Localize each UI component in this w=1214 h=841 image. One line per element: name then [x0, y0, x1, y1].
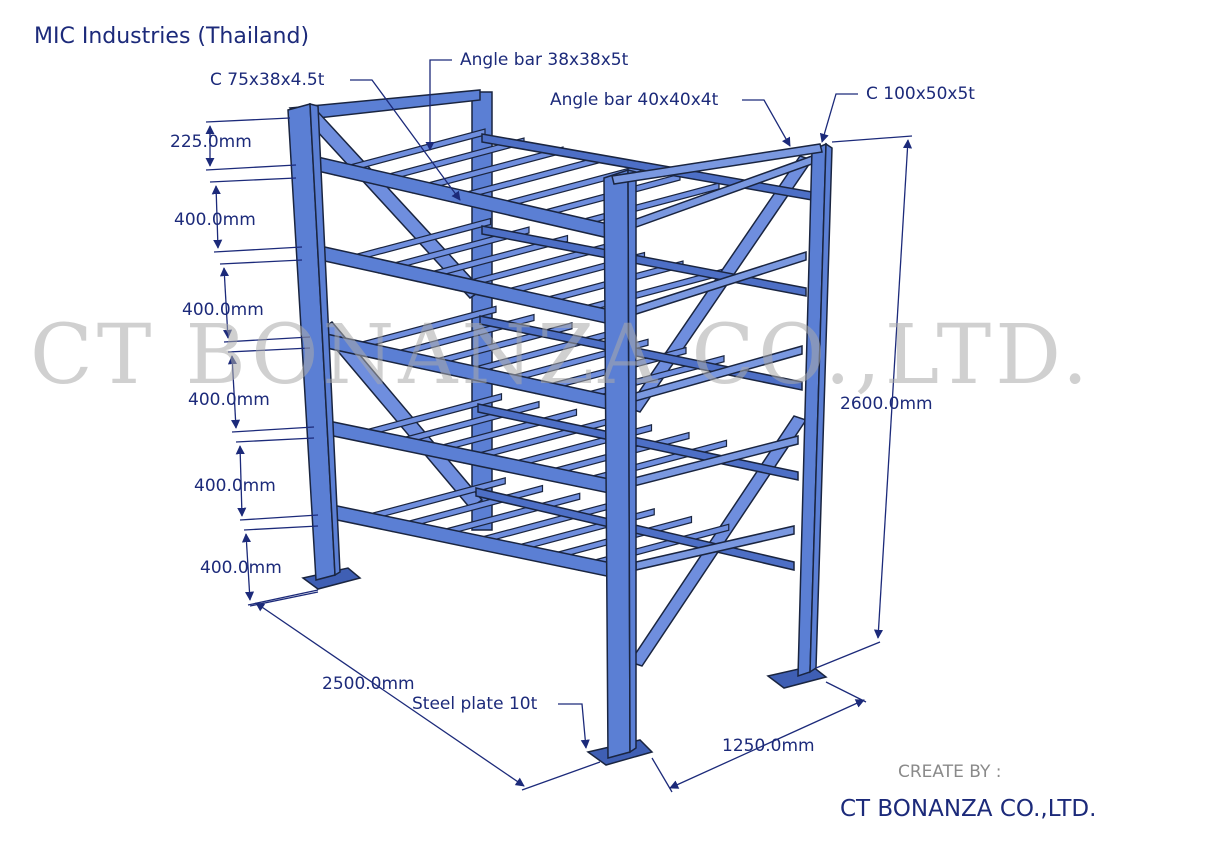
- dim-tick: [831, 135, 913, 143]
- dim-label-length: 2500.0mm: [322, 674, 415, 694]
- brace-right-lower: [628, 415, 808, 667]
- right-top-angle: [611, 143, 823, 185]
- dim-label-top-gap: 225.0mm: [170, 132, 252, 152]
- leader-c-small: [350, 79, 461, 201]
- dim-label-width: 1250.0mm: [722, 736, 815, 756]
- dim-arrow: [255, 602, 525, 787]
- dim-arrow: [219, 267, 233, 339]
- company-name: CT BONANZA CO.,LTD.: [840, 796, 1097, 822]
- dim-arrow: [235, 445, 247, 517]
- page-title: MIC Industries (Thailand): [34, 24, 310, 49]
- created-by-label: CREATE BY :: [898, 762, 1002, 782]
- dim-tick: [247, 589, 319, 606]
- leader-angle-40: [742, 99, 791, 147]
- callout-c-small: C 75x38x4.5t: [210, 70, 325, 90]
- dim-tick: [205, 117, 291, 123]
- dim-label-level-4: 400.0mm: [194, 476, 276, 496]
- front-left-column-flange: [309, 103, 341, 577]
- dim-tick: [825, 681, 867, 703]
- dim-tick: [205, 164, 297, 171]
- leader-plate: [558, 703, 590, 749]
- dim-tick: [651, 757, 673, 793]
- dim-tick: [815, 641, 881, 669]
- dim-label-level-2: 400.0mm: [182, 300, 264, 320]
- front-long-beam: [301, 241, 611, 325]
- dim-tick: [231, 426, 315, 433]
- dim-arrow: [227, 355, 241, 429]
- front-corner-column: [603, 168, 631, 759]
- dim-label-level-5: 400.0mm: [200, 558, 282, 578]
- dim-arrow: [669, 699, 865, 789]
- callout-plate: Steel plate 10t: [412, 694, 538, 714]
- dim-tick: [249, 591, 319, 607]
- dimension-lines: [205, 59, 913, 793]
- callout-angle-40: Angle bar 40x40x4t: [550, 90, 719, 110]
- dim-tick: [219, 259, 303, 265]
- leader-angle-38: [425, 59, 452, 151]
- dim-arrow: [211, 185, 223, 249]
- dim-tick: [239, 514, 319, 521]
- dim-arrow: [241, 533, 255, 601]
- front-corner-column-flange: [627, 169, 637, 754]
- leader-c-large: [819, 93, 858, 143]
- dim-tick: [243, 525, 319, 531]
- right-top-rail: [611, 143, 823, 185]
- side-beams: [295, 133, 813, 579]
- dim-tick: [227, 347, 311, 353]
- dim-tick: [521, 761, 601, 791]
- dim-tick: [213, 246, 303, 253]
- callout-angle-38: Angle bar 38x38x5t: [460, 50, 629, 70]
- dim-label-height: 2600.0mm: [840, 394, 933, 414]
- dim-tick: [235, 437, 315, 443]
- dim-tick: [223, 336, 311, 343]
- front-long-beam: [295, 151, 609, 239]
- dim-label-level-3: 400.0mm: [188, 390, 270, 410]
- callout-c-large: C 100x50x5t: [866, 84, 975, 104]
- dim-label-level-1: 400.0mm: [174, 210, 256, 230]
- base-plate-right: [766, 665, 828, 689]
- back-long-beam: [481, 133, 813, 201]
- dim-arrow: [873, 139, 913, 639]
- dim-tick: [209, 177, 297, 183]
